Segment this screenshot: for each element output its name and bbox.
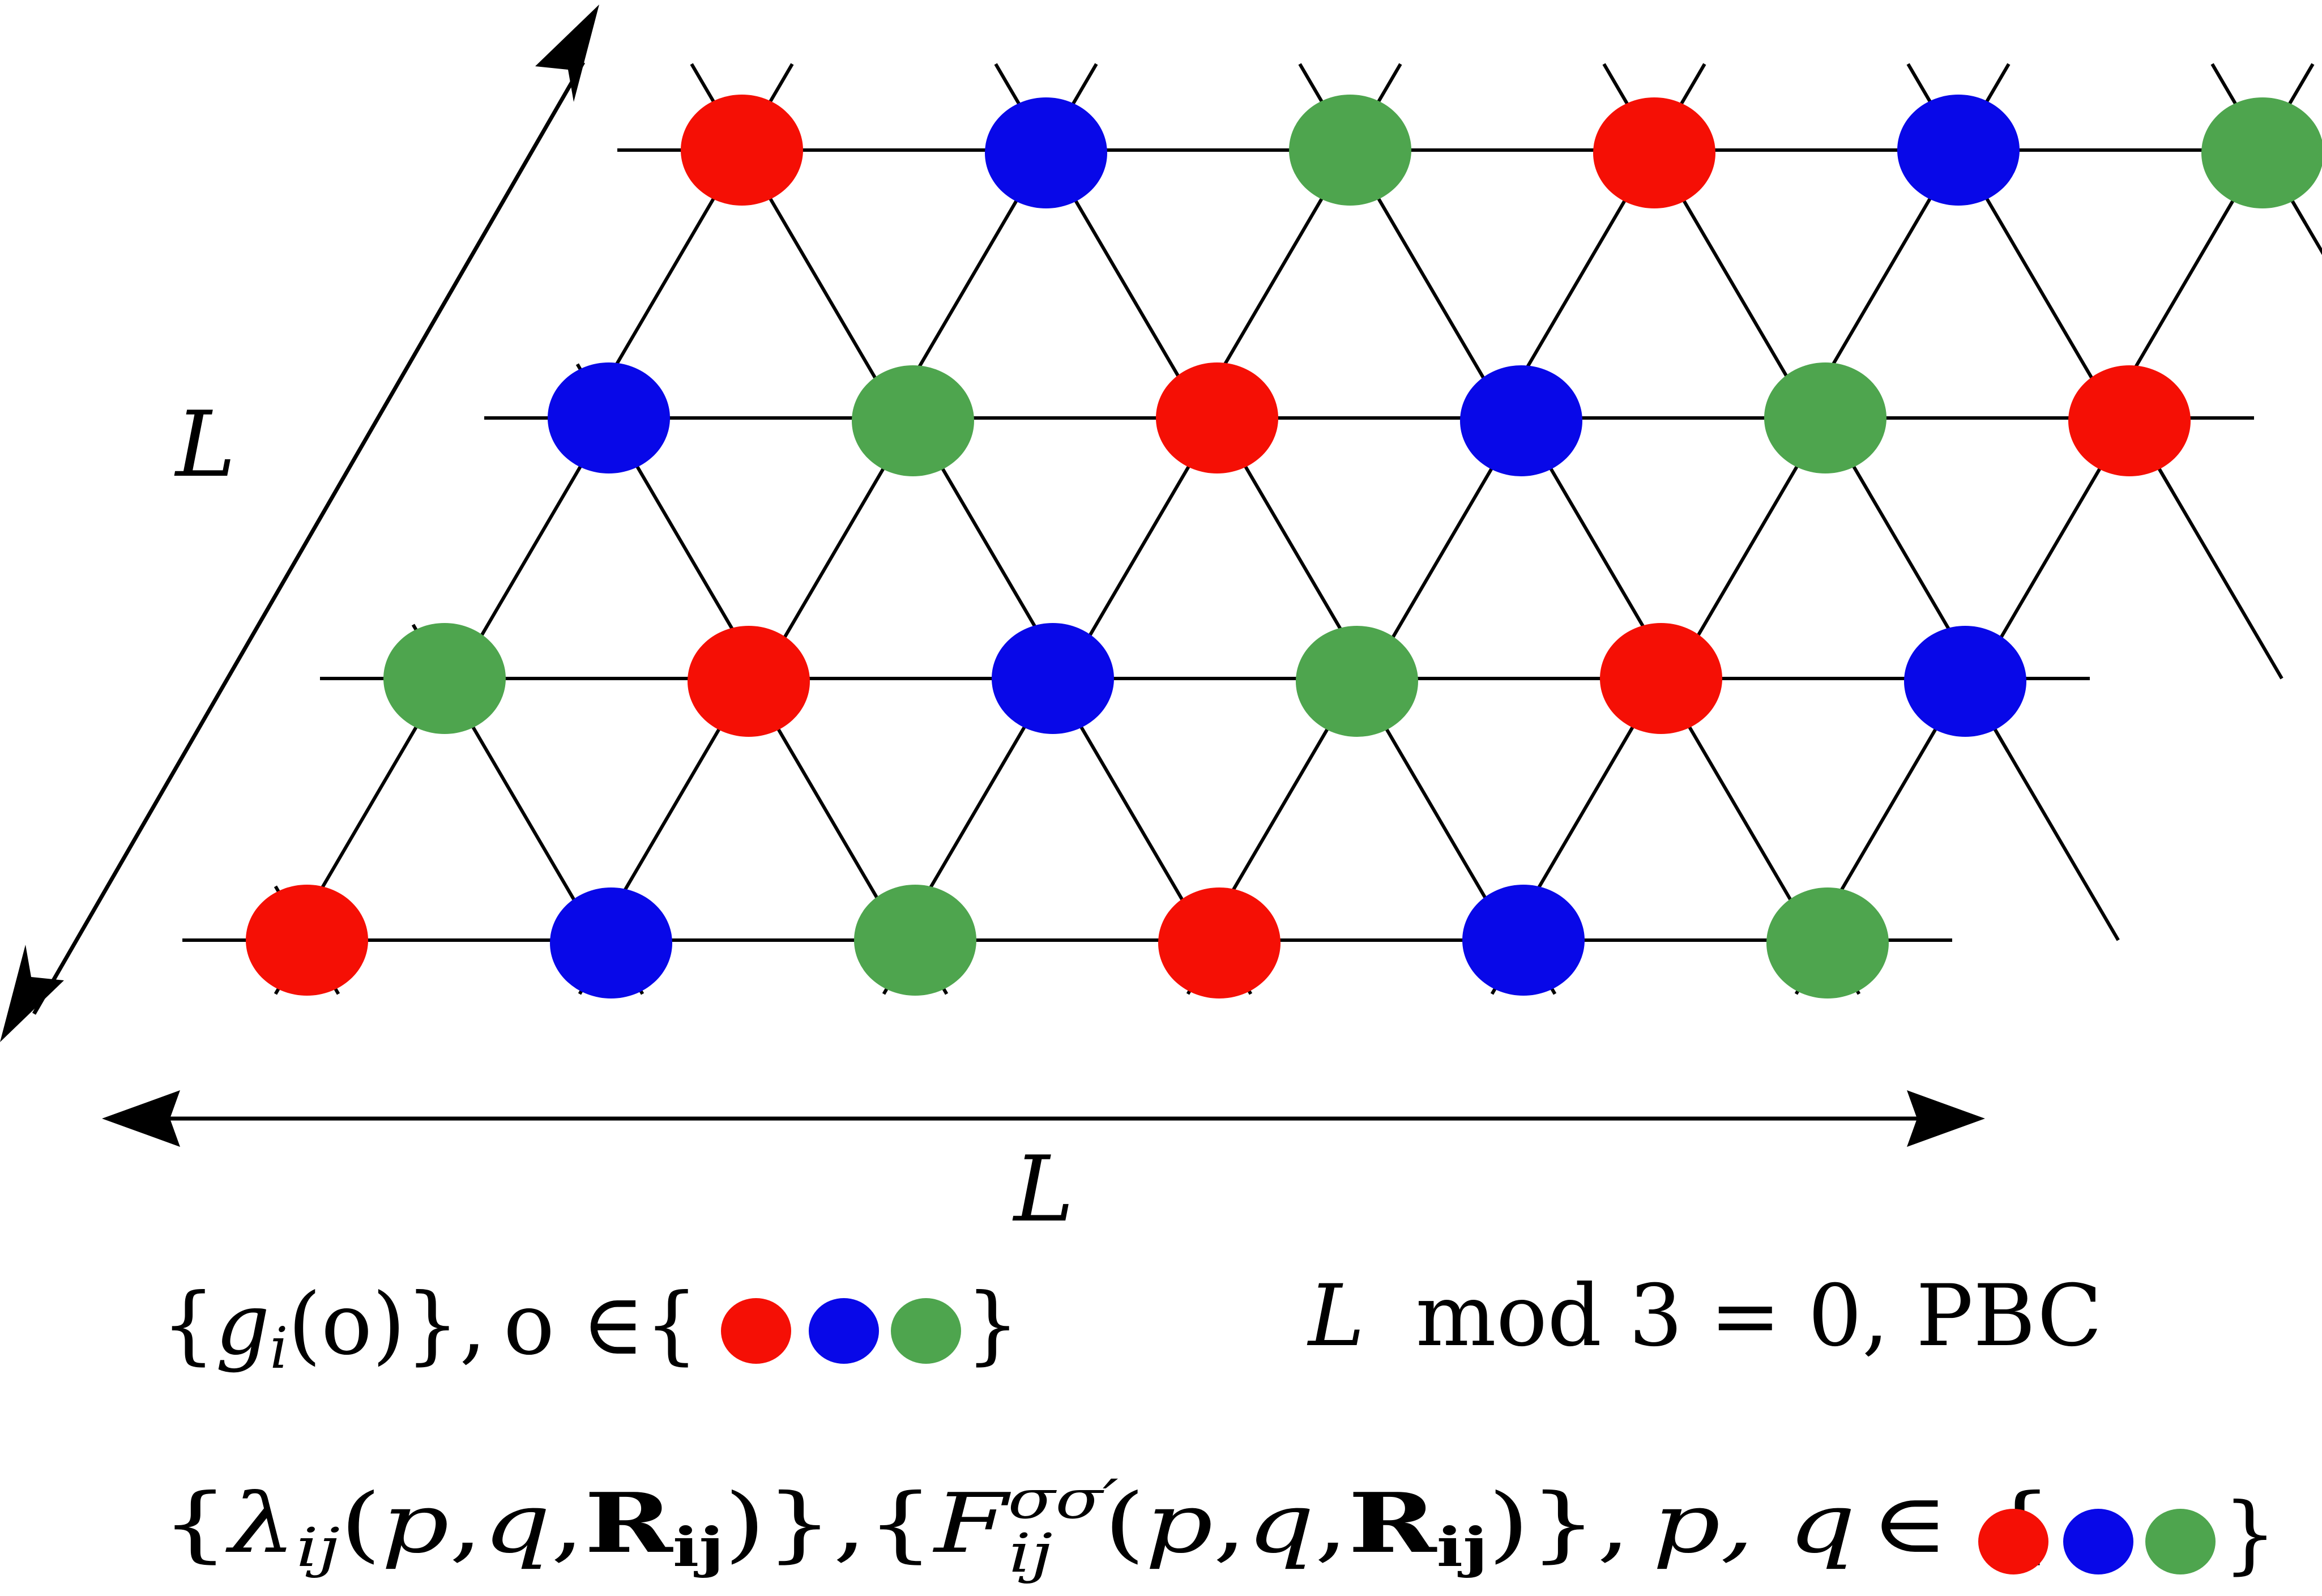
site-green (383, 623, 506, 734)
swatch-blue (809, 1298, 879, 1364)
brace: { (161, 1275, 215, 1374)
site-green (1764, 362, 1886, 473)
p-symbol: p (381, 1476, 449, 1572)
pq-symbols: p, q (1653, 1476, 1856, 1572)
paren: ( (340, 1476, 381, 1572)
site-red (681, 95, 803, 206)
svg-text:{λij(p,q,Rij)},{Fσσ′ij(p,q,Rij: {λij(p,q,Rij)},{Fσσ′ij(p,q,Rij)},p, q∈{ (161, 1469, 2053, 1585)
g-symbol: g (215, 1275, 270, 1374)
site-green (852, 365, 974, 476)
F-superscript: σσ′ (1008, 1469, 1119, 1531)
comma: , (1213, 1476, 1247, 1572)
swatch-green (891, 1298, 961, 1364)
lambda-subscript: ij (296, 1517, 340, 1579)
horizontal-arrowhead-right (1907, 1090, 1985, 1147)
R-symbol: R (1348, 1475, 1438, 1572)
paren: ( (1104, 1476, 1145, 1572)
site-blue (1897, 95, 2020, 206)
lambda-symbol: λ (225, 1476, 296, 1572)
F-symbol: F (932, 1476, 1011, 1572)
diagonal-length-arrow (0, 5, 599, 1042)
site-blue (992, 623, 1114, 734)
horizontal-length-label: L (1012, 1136, 1074, 1242)
site-blue (550, 887, 672, 998)
site-green (854, 885, 976, 996)
brace-group: )},{ (724, 1476, 934, 1572)
condition-L: L (1307, 1267, 1365, 1365)
brace-comma: }, (406, 1275, 486, 1374)
o-in-set: o ∈{ (503, 1275, 698, 1374)
brace-group: )}, (1488, 1476, 1630, 1572)
p-symbol: p (1145, 1476, 1213, 1572)
site-red (1156, 362, 1278, 473)
site-blue (1460, 365, 1582, 476)
site-blue (1904, 626, 2026, 737)
q-symbol: q (483, 1476, 551, 1572)
R-subscript: ij (1436, 1516, 1488, 1579)
brace-close: } (966, 1275, 1019, 1374)
site-green (2201, 97, 2322, 208)
q-symbol: q (1247, 1476, 1314, 1572)
site-red (688, 626, 810, 737)
bond-variables-legend: {λij(p,q,Rij)},{Fσσ′ij(p,q,Rij)},p, q∈{ … (161, 1469, 2277, 1585)
comma: , (1314, 1476, 1348, 1572)
svg-text:{gi(o)},o ∈{: {gi(o)},o ∈{ (161, 1275, 698, 1381)
site-red (1593, 97, 1715, 208)
diagonal-arrowhead-bottom (0, 945, 64, 1042)
swatch-red (1978, 1509, 2048, 1574)
site-blue (1462, 885, 1585, 996)
swatch-green (2145, 1509, 2216, 1574)
site-red (1158, 887, 1280, 998)
site-blue (985, 97, 1107, 208)
comma: , (551, 1476, 585, 1572)
g-argument: (o) (288, 1275, 405, 1374)
lattice-sites (246, 95, 2322, 998)
site-red (246, 885, 368, 996)
site-blue (548, 362, 670, 473)
R-symbol: R (584, 1475, 674, 1572)
open-brace: { (161, 1476, 229, 1572)
comma: , (449, 1476, 483, 1572)
horizontal-arrowhead-left (102, 1090, 180, 1147)
site-red (2068, 365, 2191, 476)
close-set-brace: } (2223, 1485, 2277, 1584)
site-red (1600, 623, 1722, 734)
F-subscript: ij (1009, 1522, 1052, 1585)
swatch-red (721, 1298, 791, 1364)
g-subscript: i (270, 1315, 288, 1381)
R-subscript: ij (673, 1516, 724, 1579)
site-green (1766, 887, 1889, 998)
site-green (1289, 95, 1411, 206)
diagonal-arrowhead-top (535, 5, 599, 102)
site-green (1296, 626, 1418, 737)
horizontal-length-arrow (102, 1090, 1985, 1147)
node-variables-legend: {gi(o)},o ∈{ } (161, 1275, 1019, 1381)
diagonal-length-label: L (174, 391, 236, 497)
condition-rest: mod 3 = 0, PBC (1416, 1267, 2102, 1365)
element-of: ∈ (1871, 1476, 1949, 1572)
swatch-blue (2063, 1509, 2133, 1574)
